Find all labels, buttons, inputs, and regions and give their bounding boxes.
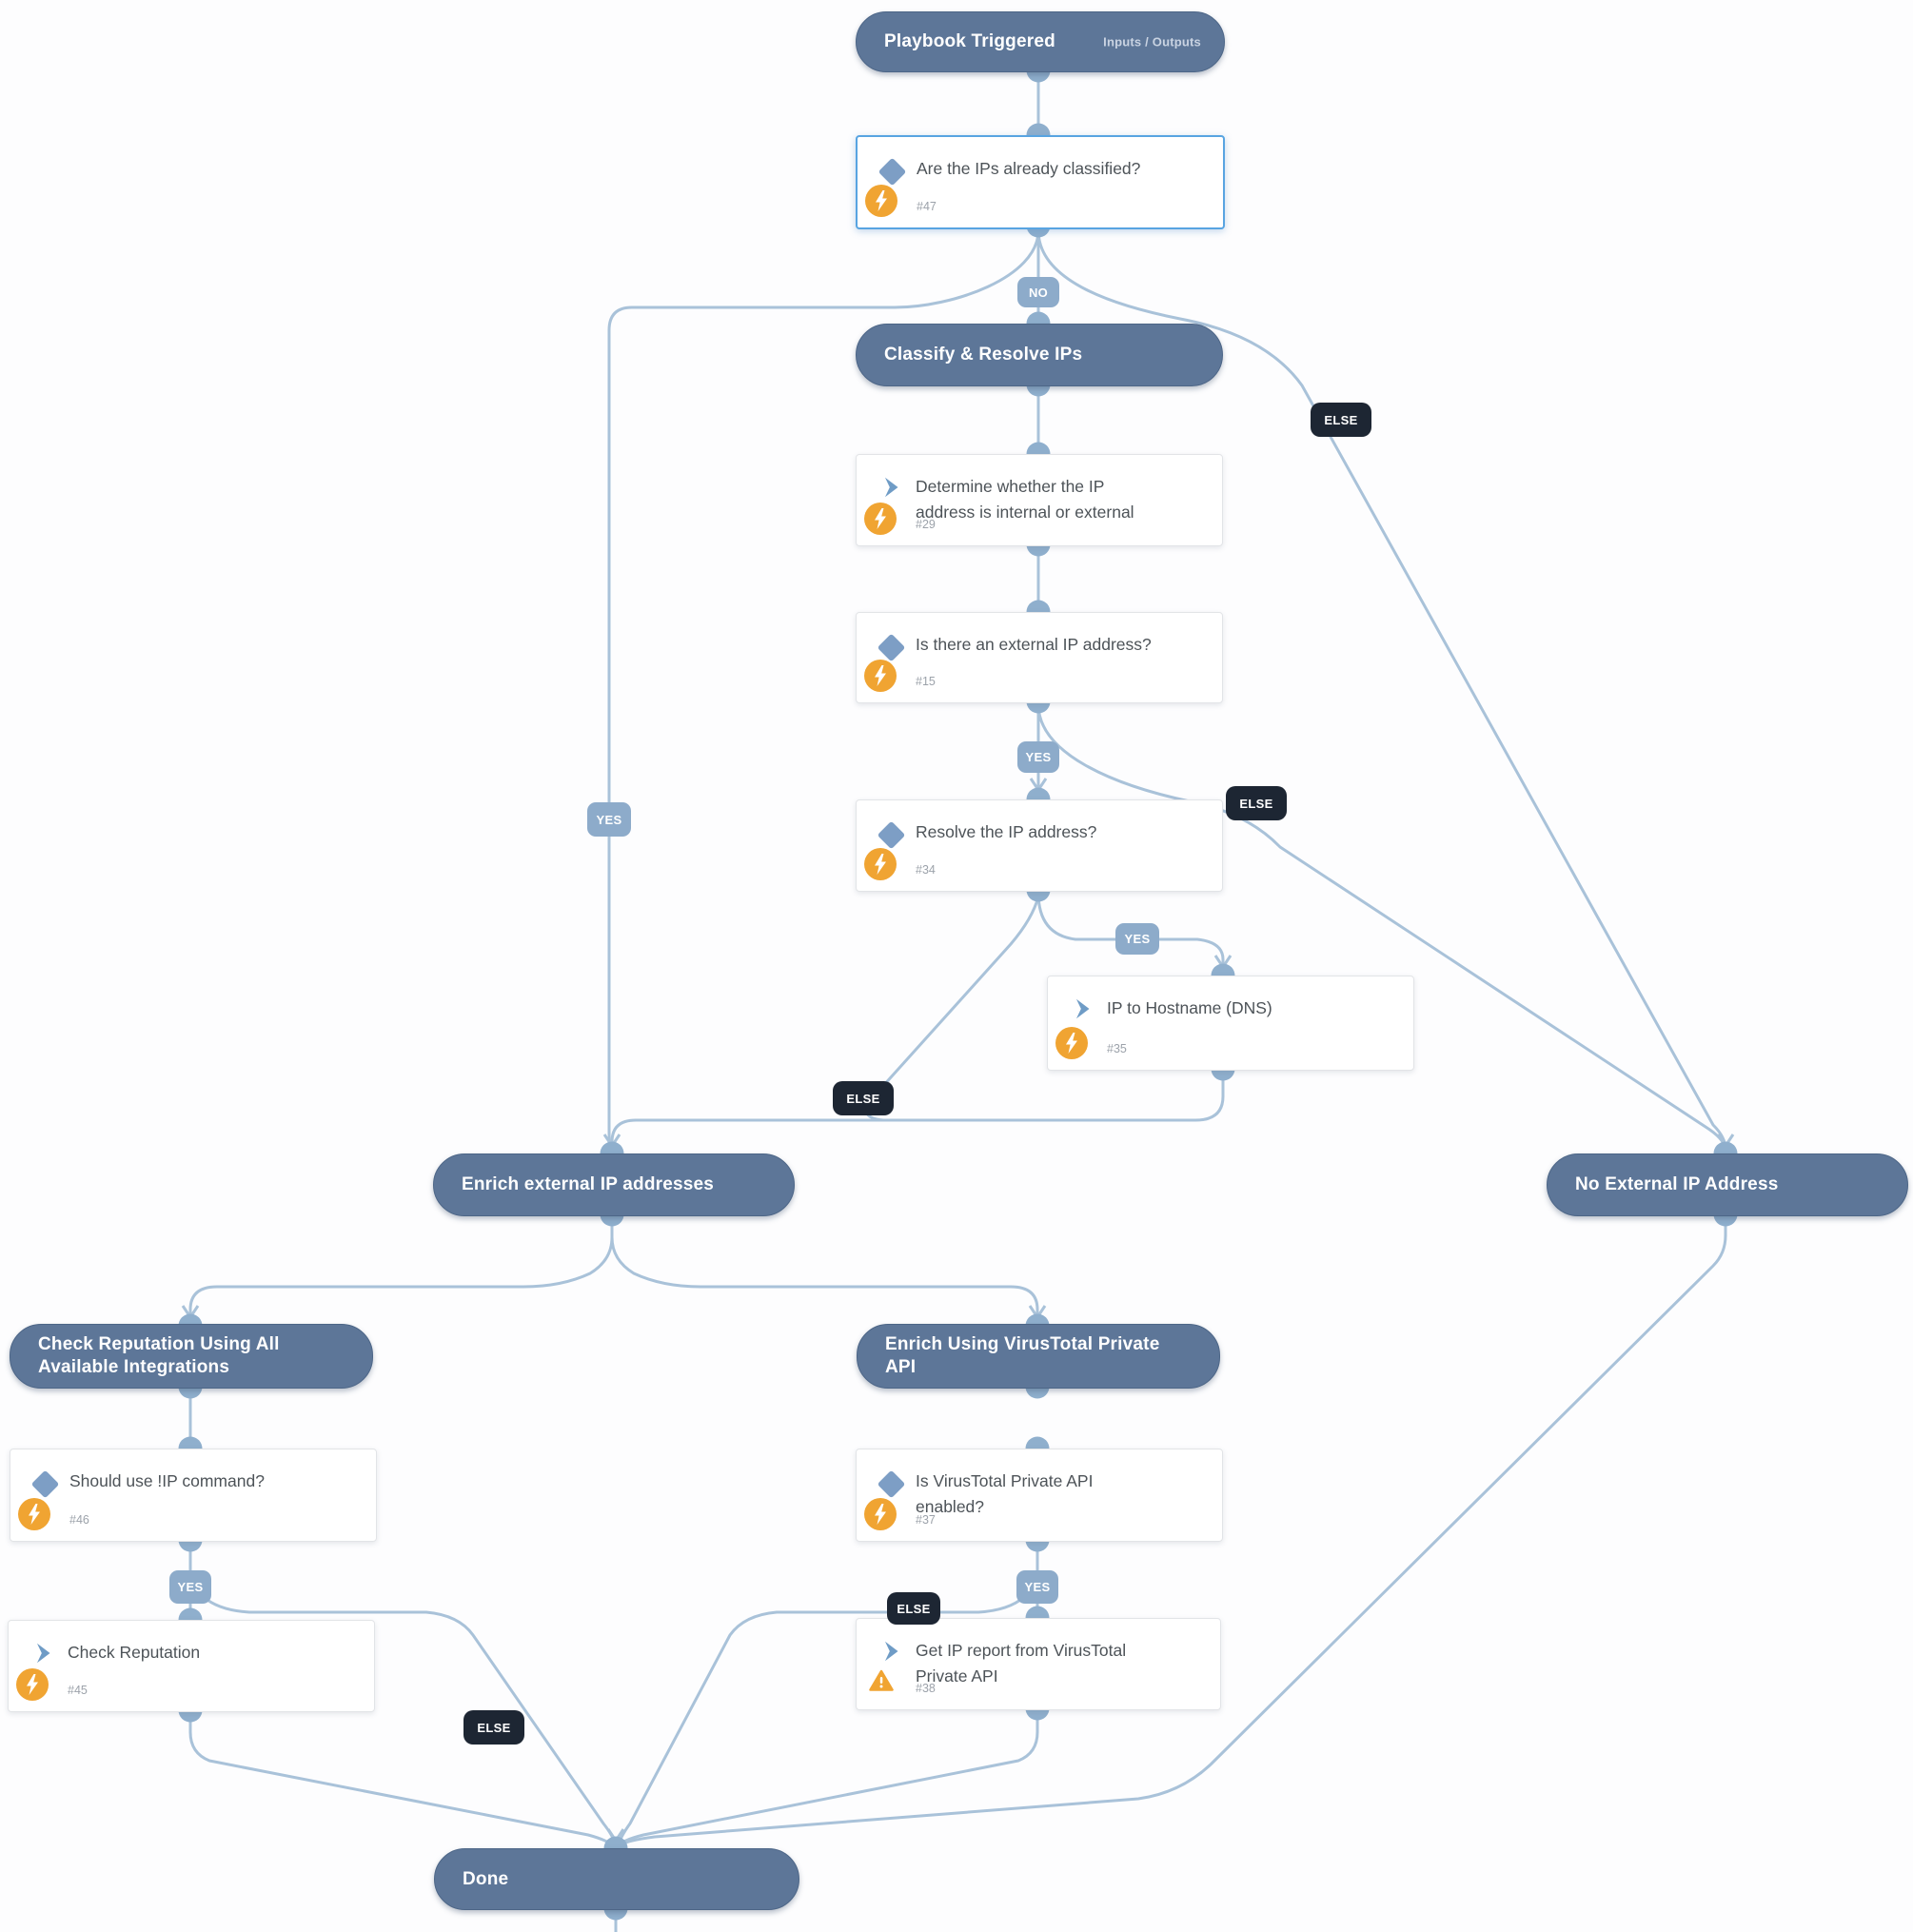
condition-icon: [878, 157, 907, 187]
task-determine-ip-scope[interactable]: Determine whether the IP address is inte…: [856, 454, 1223, 546]
branch-label-else-classified: ELSE: [1311, 403, 1371, 437]
task-id: #38: [916, 1682, 936, 1695]
automation-chevron-icon: [1071, 996, 1095, 1026]
task-title: Determine whether the IP address is inte…: [916, 477, 1134, 522]
automation-badge-icon: [864, 503, 897, 540]
branch-label-yes-ip-command: YES: [169, 1570, 211, 1604]
task-title: IP to Hostname (DNS): [1107, 998, 1272, 1017]
automation-badge-icon: [865, 185, 897, 222]
section-title: No External IP Address: [1575, 1174, 1779, 1195]
task-is-vt-private-enabled[interactable]: Is VirusTotal Private API enabled? #37: [856, 1449, 1223, 1542]
section-title: Enrich external IP addresses: [462, 1174, 715, 1195]
task-should-use-ip-command[interactable]: Should use !IP command? #46: [10, 1449, 377, 1542]
task-title: Get IP report from VirusTotal Private AP…: [916, 1641, 1127, 1686]
branch-label-else-vt: ELSE: [887, 1592, 940, 1625]
branch-label-else-external: ELSE: [1226, 786, 1287, 820]
branch-label-else-resolve: ELSE: [833, 1081, 894, 1115]
task-resolve-ip[interactable]: Resolve the IP address? #34: [856, 799, 1223, 892]
task-is-external-ip[interactable]: Is there an external IP address? #15: [856, 612, 1223, 703]
task-title: Resolve the IP address?: [916, 822, 1097, 841]
condition-icon: [877, 820, 906, 850]
task-get-ip-report-vt[interactable]: Get IP report from VirusTotal Private AP…: [856, 1618, 1221, 1710]
task-id: #29: [916, 518, 936, 531]
condition-icon: [877, 633, 906, 662]
playbook-triggered-title: Playbook Triggered: [884, 31, 1055, 52]
section-enrich-external-ips[interactable]: Enrich external IP addresses: [433, 1153, 795, 1216]
section-title: Classify & Resolve IPs: [884, 345, 1083, 365]
task-id: #35: [1107, 1042, 1127, 1055]
task-title: Is VirusTotal Private API enabled?: [916, 1471, 1094, 1517]
task-title: Should use !IP command?: [69, 1471, 265, 1490]
playbook-triggered-header[interactable]: Playbook Triggered Inputs / Outputs: [856, 11, 1225, 72]
branch-label-yes-external: YES: [1017, 741, 1059, 773]
automation-chevron-icon: [879, 1639, 904, 1668]
automation-badge-icon: [864, 1498, 897, 1535]
branch-label-else-ip-command: ELSE: [463, 1710, 524, 1745]
task-title: Is there an external IP address?: [916, 635, 1152, 654]
automation-badge-icon: [864, 660, 897, 697]
branch-label-yes-vt: YES: [1016, 1570, 1058, 1604]
automation-badge-icon: [18, 1498, 50, 1535]
automation-chevron-icon: [879, 475, 904, 504]
section-title: Done: [463, 1868, 509, 1889]
section-enrich-virustotal[interactable]: Enrich Using VirusTotal Private API: [857, 1324, 1220, 1389]
task-id: #46: [69, 1513, 89, 1527]
inputs-outputs-link[interactable]: Inputs / Outputs: [1103, 34, 1201, 49]
task-check-reputation[interactable]: Check Reputation #45: [8, 1620, 375, 1712]
task-are-ips-classified[interactable]: Are the IPs already classified? #47: [856, 135, 1225, 229]
automation-badge-icon: [16, 1668, 49, 1705]
task-title: Check Reputation: [68, 1643, 201, 1662]
section-no-external-ip[interactable]: No External IP Address: [1547, 1153, 1908, 1216]
section-check-reputation-all[interactable]: Check Reputation Using All Available Int…: [10, 1324, 373, 1389]
task-id: #15: [916, 675, 936, 688]
task-id: #37: [916, 1513, 936, 1527]
branch-label-yes-classified: YES: [587, 802, 631, 837]
condition-icon: [877, 1469, 906, 1499]
automation-badge-icon: [1055, 1027, 1088, 1064]
task-id: #47: [917, 200, 937, 213]
task-ip-to-hostname[interactable]: IP to Hostname (DNS) #35: [1047, 976, 1414, 1071]
task-title: Are the IPs already classified?: [917, 159, 1141, 178]
automation-badge-icon: [864, 848, 897, 885]
section-classify-resolve-ips[interactable]: Classify & Resolve IPs: [856, 324, 1223, 386]
section-title: Check Reputation Using All Available Int…: [38, 1334, 280, 1377]
warning-icon: [869, 1669, 894, 1697]
section-title: Enrich Using VirusTotal Private API: [885, 1334, 1160, 1377]
task-id: #45: [68, 1684, 88, 1697]
condition-icon: [30, 1469, 60, 1499]
branch-label-yes-resolve: YES: [1115, 923, 1159, 955]
automation-chevron-icon: [31, 1641, 56, 1670]
section-done[interactable]: Done: [434, 1848, 799, 1910]
task-id: #34: [916, 863, 936, 877]
branch-label-no: NO: [1017, 277, 1059, 307]
